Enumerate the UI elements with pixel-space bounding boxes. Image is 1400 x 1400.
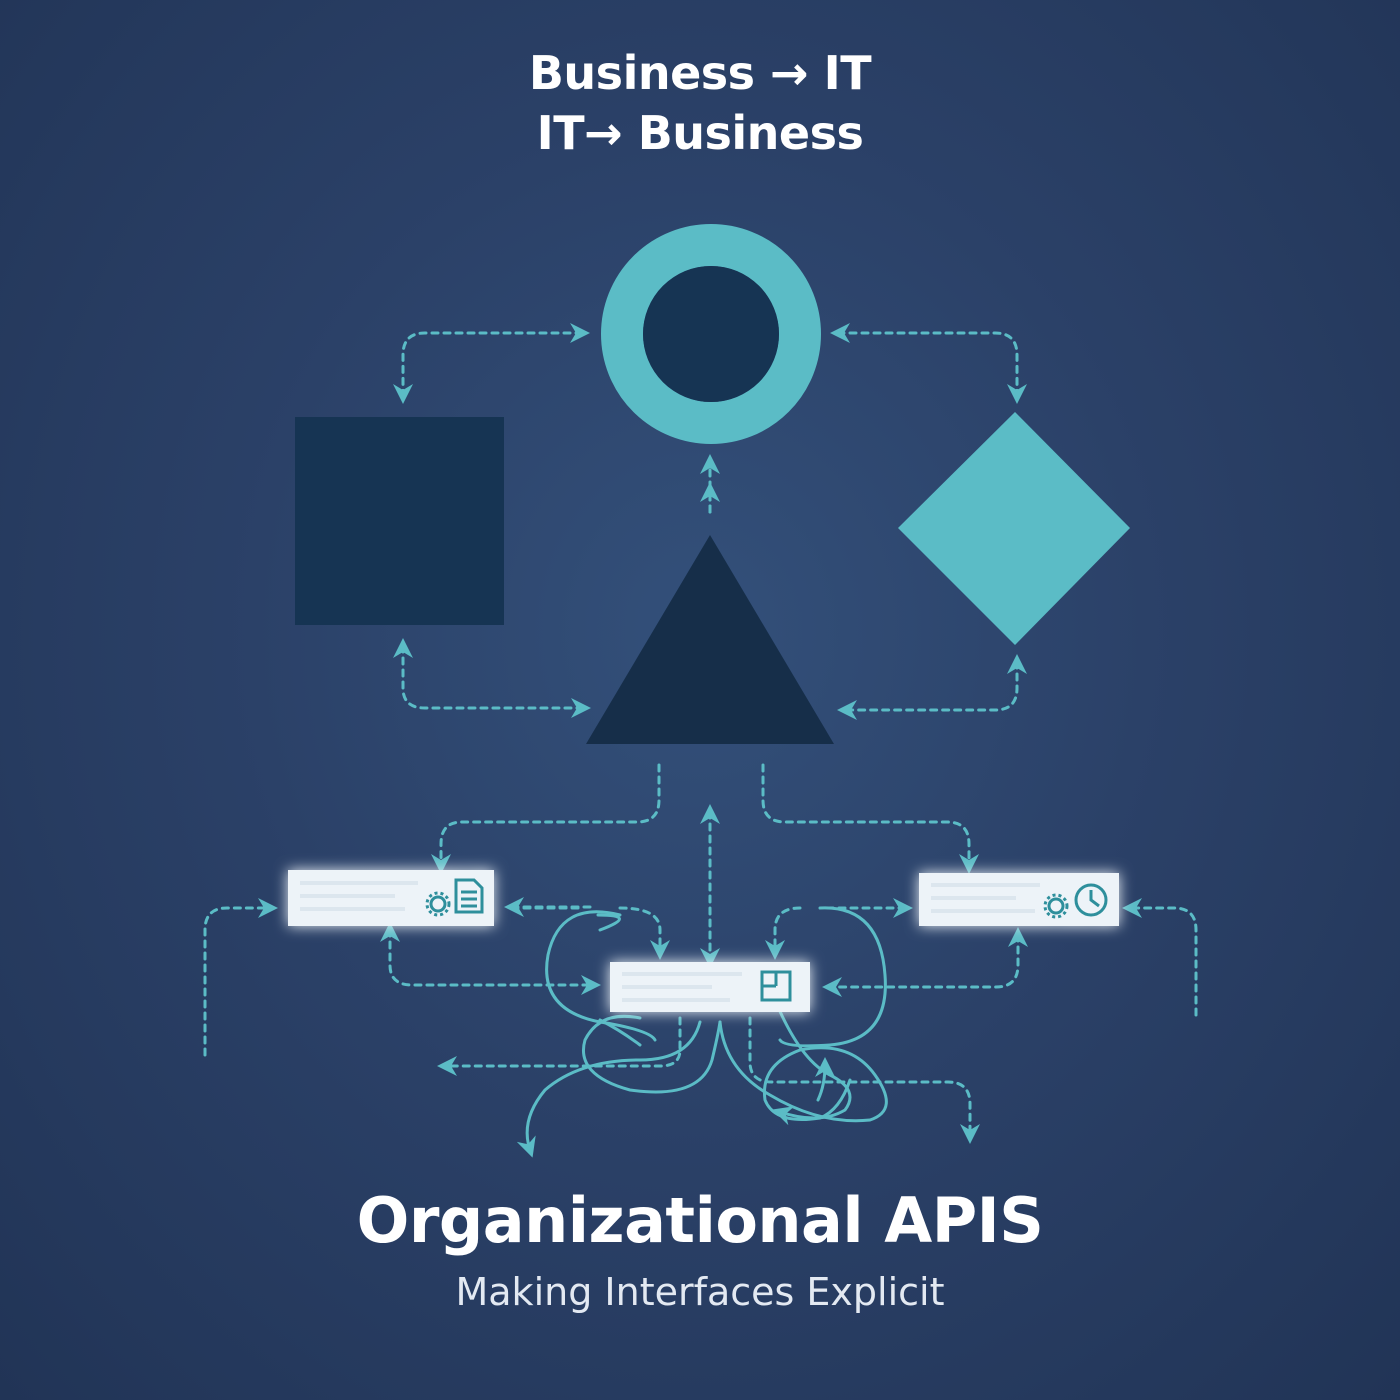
- square-shape: [295, 417, 504, 625]
- gear-icon: [1043, 893, 1069, 919]
- ring-shape: [601, 224, 821, 444]
- connector-bottom-left: [437, 1016, 682, 1076]
- ring-center: [643, 266, 779, 402]
- connector-left-card-center-b: [618, 906, 670, 960]
- subtitle: Making Interfaces Explicit: [455, 1270, 945, 1314]
- clock-icon: [1074, 883, 1108, 917]
- tangled-connections: [516, 906, 888, 1158]
- connector-diamond-triangle: [837, 654, 1027, 720]
- diamond-shape: [898, 412, 1130, 645]
- connector-bottom-right: [748, 1016, 980, 1144]
- triangle-shape: [586, 535, 834, 744]
- connector-right-card-bottom: [822, 927, 1028, 997]
- connector-right-card-center-b: [765, 906, 802, 960]
- layout-icon: [760, 970, 792, 1002]
- connector-triangle-right-card: [761, 763, 979, 874]
- connector-left-card-bottom: [380, 922, 601, 995]
- connector-triangle-left-card: [431, 763, 661, 874]
- center-card: [610, 962, 810, 1012]
- right-card: [919, 873, 1119, 926]
- connector-far-right: [1122, 898, 1198, 1017]
- connector-far-left: [203, 898, 278, 1057]
- connector-ring-diamond: [830, 323, 1027, 404]
- connector-ring-square: [393, 323, 590, 404]
- document-icon: [454, 878, 484, 914]
- left-card: [288, 870, 494, 926]
- header-business-to-it: Business → IT: [528, 46, 872, 100]
- main-title: Organizational APIS: [356, 1184, 1044, 1257]
- gear-icon: [425, 891, 451, 917]
- header-it-to-business: IT→ Business: [536, 106, 864, 160]
- connector-square-triangle: [393, 638, 591, 718]
